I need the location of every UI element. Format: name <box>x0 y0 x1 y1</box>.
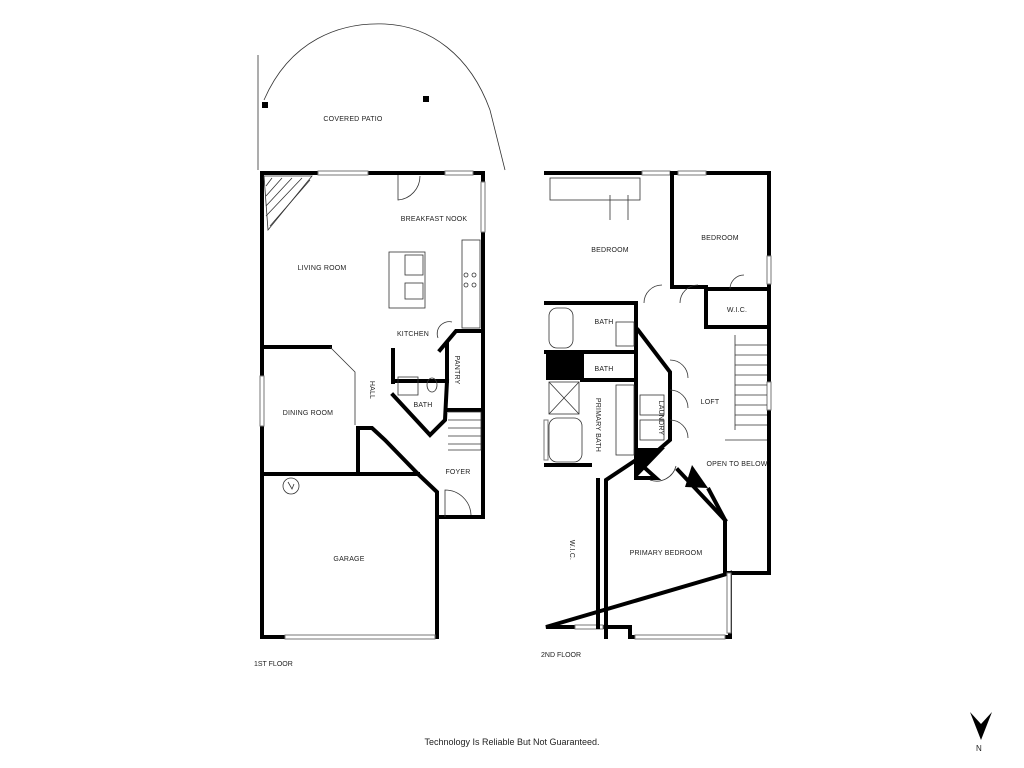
room-label-garage: GARAGE <box>333 556 364 563</box>
room-label-wic: W.I.C. <box>727 307 747 314</box>
bathtub <box>548 417 583 463</box>
fireplace <box>263 175 313 232</box>
door[interactable] <box>397 175 421 201</box>
patio-post <box>262 102 268 108</box>
water-heater-icon <box>282 477 300 495</box>
disclaimer: Technology Is Reliable But Not Guarantee… <box>424 737 600 747</box>
room-label-pantry: PANTRY <box>453 356 460 385</box>
wall-chase <box>546 352 582 380</box>
room-label-laundry: LAUNDRY <box>657 401 664 436</box>
room-label-bath: BATH <box>414 402 433 409</box>
room-label-bath: BATH <box>595 319 614 326</box>
door[interactable] <box>669 359 689 439</box>
patio-post <box>423 96 429 102</box>
staircase <box>448 411 482 451</box>
room-label-primary-bedroom: PRIMARY BEDROOM <box>630 550 703 557</box>
room-label-wic: W.I.C. <box>568 540 575 560</box>
first-floor-plan: COVERED PATIO BREAKFAST NOOK LIVING ROOM… <box>257 23 506 640</box>
door[interactable] <box>729 274 745 290</box>
room-label-covered-patio: COVERED PATIO <box>323 116 382 123</box>
door[interactable] <box>444 489 472 517</box>
room-label-foyer: FOYER <box>445 469 470 476</box>
door[interactable] <box>436 321 453 339</box>
door[interactable] <box>679 284 699 304</box>
kitchen-island[interactable] <box>388 251 426 309</box>
interior-walls <box>260 329 485 519</box>
room-label-bath: BATH <box>595 366 614 373</box>
room-label-bedroom: BEDROOM <box>701 235 739 242</box>
compass-label: N <box>976 744 982 753</box>
bathtub <box>548 307 574 349</box>
room-label-bedroom: BEDROOM <box>591 247 629 254</box>
door[interactable] <box>643 284 663 304</box>
door[interactable] <box>649 465 677 482</box>
exterior-walls <box>260 171 485 639</box>
room-label-loft: LOFT <box>701 399 720 406</box>
covered-patio-outline <box>257 23 506 171</box>
wall-chase <box>636 448 665 478</box>
door[interactable] <box>609 195 629 220</box>
room-label-dining-room: DINING ROOM <box>283 410 333 417</box>
second-floor-plan: BEDROOM BEDROOM W.I.C. BATH BATH PRIMARY… <box>543 170 772 640</box>
room-label-open-to-below: OPEN TO BELOW <box>706 461 767 468</box>
wall-chase <box>685 465 708 488</box>
shower <box>548 381 580 415</box>
floor-title-2nd: 2ND FLOOR <box>541 652 582 659</box>
staircase <box>725 335 767 441</box>
room-label-primary-bath: PRIMARY BATH <box>594 398 601 452</box>
room-label-breakfast-nook: BREAKFAST NOOK <box>401 216 468 223</box>
room-label-hall: HALL <box>368 381 375 399</box>
room-label-living-room: LIVING ROOM <box>298 265 347 272</box>
floor-title-1st: 1ST FLOOR <box>254 661 293 668</box>
north-arrow-icon <box>970 712 992 740</box>
kitchen-counter <box>461 239 481 329</box>
room-label-kitchen: KITCHEN <box>397 331 429 338</box>
